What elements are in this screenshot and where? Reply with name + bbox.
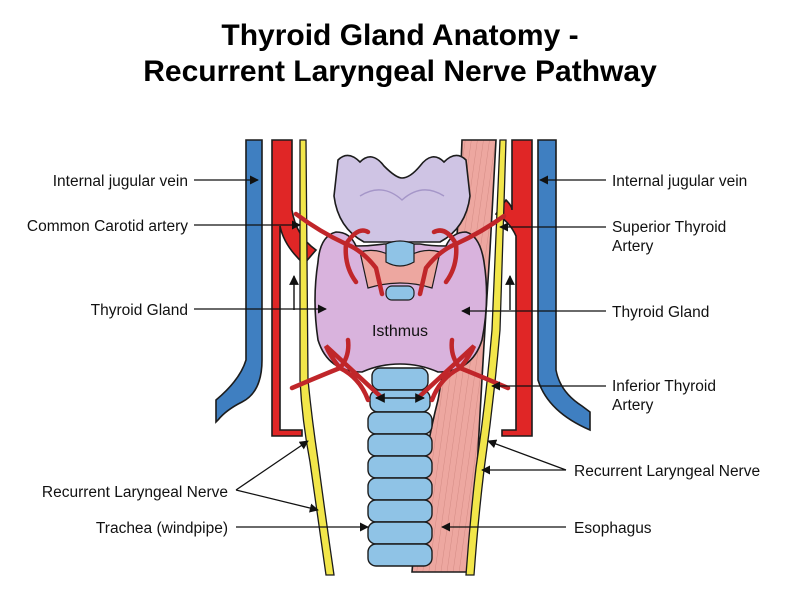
thyroid-cartilage-notch bbox=[359, 189, 445, 201]
label-left-recurrent-nerve: Recurrent Laryngeal Nerve bbox=[42, 484, 228, 501]
left-inferior-thyroid-artery bbox=[289, 337, 383, 403]
label-inferior-thyroid-artery-2: Artery bbox=[612, 397, 654, 414]
label-isthmus: Isthmus bbox=[372, 323, 428, 340]
label-left-thyroid-gland: Thyroid Gland bbox=[91, 302, 188, 319]
leader-left-nerve-b bbox=[235, 489, 319, 513]
left-recurrent-laryngeal-nerve bbox=[299, 139, 335, 576]
title-line-1: Thyroid Gland Anatomy - bbox=[221, 19, 579, 52]
title-line-2: Recurrent Laryngeal Nerve Pathway bbox=[143, 55, 657, 88]
label-right-thyroid-gland: Thyroid Gland bbox=[612, 304, 709, 321]
right-jugular-vein bbox=[537, 139, 591, 432]
label-right-recurrent-nerve: Recurrent Laryngeal Nerve bbox=[574, 463, 760, 480]
leader-right-nerve-a bbox=[487, 439, 567, 471]
right-recurrent-laryngeal-nerve bbox=[465, 139, 507, 576]
left-superior-thyroid-artery bbox=[293, 211, 385, 297]
upper-tracheal-ring bbox=[385, 285, 415, 301]
label-esophagus: Esophagus bbox=[574, 520, 652, 537]
right-inferior-thyroid-artery bbox=[417, 337, 511, 403]
label-right-jugular-vein: Internal jugular vein bbox=[612, 173, 747, 190]
label-left-carotid-artery: Common Carotid artery bbox=[27, 218, 188, 235]
leader-left-nerve-a bbox=[235, 440, 309, 491]
label-superior-thyroid-artery-1: Superior Thyroid bbox=[612, 219, 726, 236]
label-superior-thyroid-artery-2: Artery bbox=[612, 238, 654, 255]
left-jugular-vein bbox=[215, 139, 263, 424]
right-superior-thyroid-artery bbox=[417, 213, 507, 297]
diagram-title: Thyroid Gland Anatomy - Recurrent Laryng… bbox=[0, 18, 800, 90]
label-left-jugular-vein: Internal jugular vein bbox=[53, 173, 188, 190]
label-trachea: Trachea (windpipe) bbox=[96, 520, 228, 537]
thyroid-cartilage bbox=[333, 154, 471, 243]
label-inferior-thyroid-artery-1: Inferior Thyroid bbox=[612, 378, 716, 395]
cricoid-cartilage bbox=[385, 240, 415, 267]
